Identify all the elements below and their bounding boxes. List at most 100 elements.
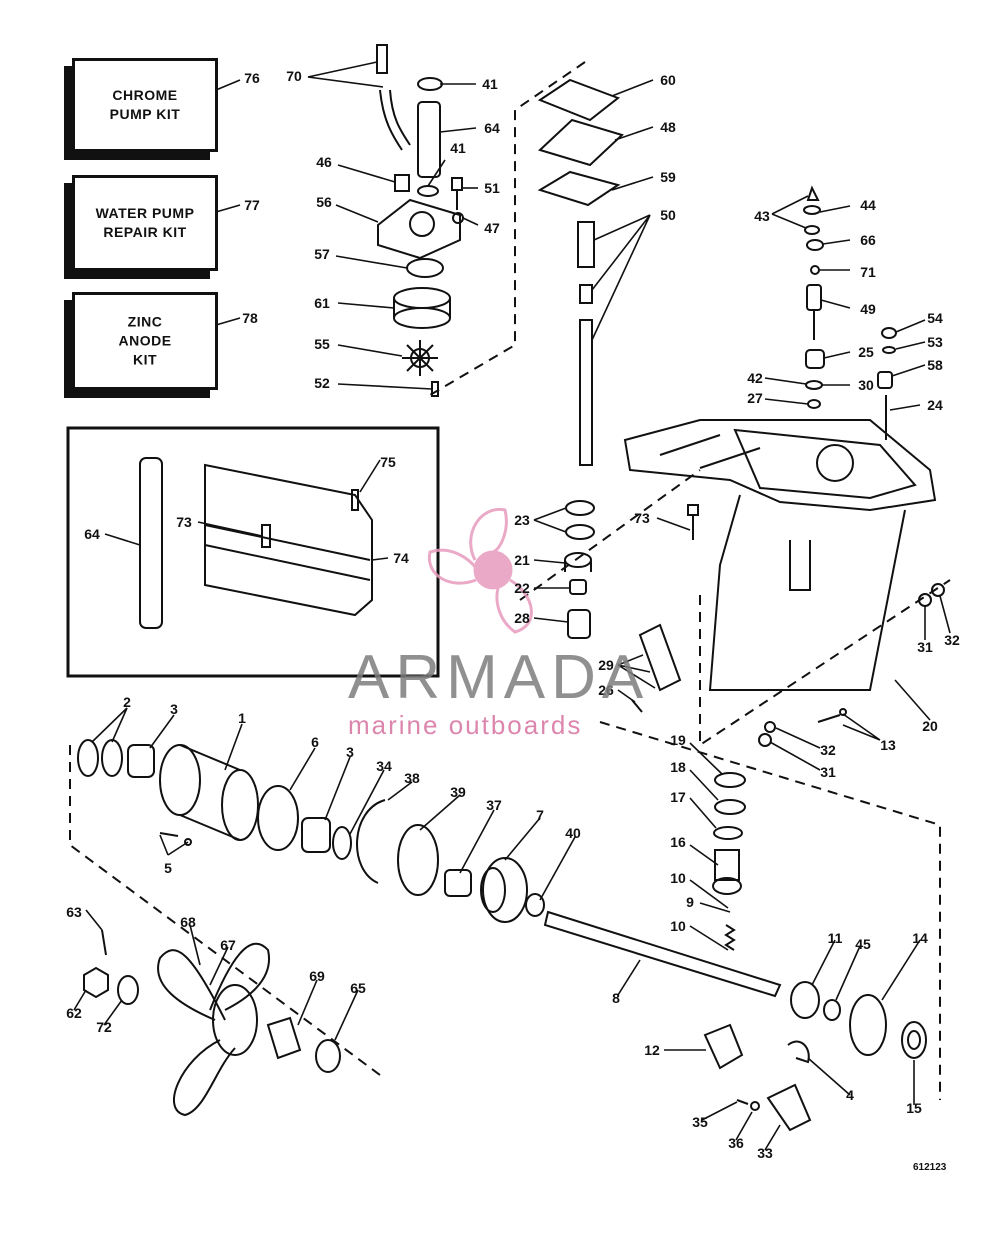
gasket-60	[537, 78, 621, 122]
armada-logo-icon	[427, 508, 533, 634]
callout-label: 26	[598, 682, 614, 698]
washer-32-lower	[764, 721, 776, 733]
callout-label: 31	[917, 639, 933, 655]
pin-36	[750, 1101, 760, 1111]
callout-label: 22	[514, 580, 530, 596]
o-ring-41-top	[417, 77, 443, 91]
cover-29	[638, 623, 682, 692]
callout-label: 21	[514, 552, 530, 568]
callout-label: 42	[747, 370, 763, 386]
callout-label: 50	[660, 207, 676, 223]
prop-shaft-8	[543, 910, 782, 998]
leader-lines	[73, 61, 951, 1151]
pin-52	[431, 381, 439, 397]
callout-label: 1	[238, 710, 246, 726]
grommet-46	[394, 174, 410, 192]
callout-label: 74	[393, 550, 409, 566]
plug-31-lower	[758, 733, 772, 747]
callout-label: 24	[927, 397, 943, 413]
callout-label: 16	[670, 834, 686, 850]
washer-72	[117, 975, 139, 1005]
driveshaft-dashed-link	[519, 469, 701, 601]
callout-label: 30	[858, 377, 874, 393]
callout-label: 27	[747, 390, 763, 406]
callout-label: 47	[484, 220, 500, 236]
callout-label: 41	[450, 140, 466, 156]
inset-driveshaft-tube	[139, 457, 163, 629]
watermark-tagline: marine outboards	[348, 710, 583, 740]
callout-label: 19	[670, 732, 686, 748]
washer-40	[525, 893, 545, 917]
callout-label: 60	[660, 72, 676, 88]
callout-label: 40	[565, 825, 581, 841]
callout-label: 55	[314, 336, 330, 352]
spacer-65	[315, 1039, 341, 1073]
callout-label: 37	[486, 797, 502, 813]
impeller-cup-61	[393, 287, 451, 329]
callout-label: 3	[346, 744, 354, 760]
callout-label: 23	[514, 512, 530, 528]
washer-45	[823, 999, 841, 1021]
o-ring-6	[257, 785, 299, 851]
callout-label: 76	[244, 70, 260, 86]
callout-label: 35	[692, 1114, 708, 1130]
impeller-housing-56	[377, 198, 461, 260]
lower-unit-dashed-boundary	[699, 579, 951, 747]
callout-label: 32	[820, 742, 836, 758]
screw-51	[451, 177, 463, 210]
callout-label: 49	[860, 301, 876, 317]
callout-label: 59	[660, 169, 676, 185]
screw-13	[817, 708, 847, 723]
reverse-gear-14	[849, 994, 887, 1056]
callout-label: 77	[244, 197, 260, 213]
gasket-59	[537, 170, 621, 207]
callout-label: 8	[612, 990, 620, 1006]
washer-34	[332, 826, 352, 860]
callout-label: 48	[660, 119, 676, 135]
callout-label: 36	[728, 1135, 744, 1151]
callout-label: 34	[376, 758, 392, 774]
kit-label: ZINC ANODE KIT	[118, 313, 172, 368]
callout-label: 7	[536, 807, 544, 823]
callout-label: 15	[906, 1100, 922, 1116]
reference-code: 612123	[913, 1162, 947, 1173]
callout-label: 63	[66, 904, 82, 920]
callout-label: 44	[860, 197, 876, 213]
shift-lever-33	[766, 1083, 812, 1132]
callout-label: 56	[316, 194, 332, 210]
bearing-carrier-1	[159, 744, 259, 841]
needle-bearing-3-left	[127, 744, 155, 778]
callout-label: 78	[242, 310, 258, 326]
water-tube-70	[376, 44, 411, 151]
pin-35	[736, 1099, 749, 1105]
watermark-brand: ARMADA	[348, 643, 650, 712]
callout-label: 64	[84, 526, 100, 542]
callout-label: 72	[96, 1019, 112, 1035]
kit-label: CHROME PUMP KIT	[109, 87, 181, 122]
plate-48	[538, 118, 624, 167]
callout-label: 65	[350, 980, 366, 996]
callout-label: 45	[855, 936, 871, 952]
callout-label: 25	[858, 344, 874, 360]
callout-label: 17	[670, 789, 686, 805]
o-ring-41-lower	[417, 185, 439, 197]
callout-label: 41	[482, 76, 498, 92]
callout-label: 14	[912, 930, 928, 946]
impeller-55	[402, 340, 438, 376]
chrome-pump-kit-box: CHROME PUMP KIT	[72, 58, 218, 152]
callout-label: 58	[927, 357, 943, 373]
thrust-washer-17	[713, 826, 743, 840]
callout-label: 2	[123, 694, 131, 710]
zinc-anode-kit-box: ZINC ANODE KIT	[72, 292, 218, 390]
screw-5	[159, 832, 192, 846]
callout-label: 3	[170, 701, 178, 717]
callout-label: 12	[644, 1042, 660, 1058]
callout-label: 10	[670, 918, 686, 934]
callout-label: 61	[314, 295, 330, 311]
driveshaft-50	[577, 221, 595, 466]
bearing-23	[565, 500, 595, 540]
gearcase-dashed-boundary	[69, 721, 941, 1100]
gearcase-housing-20	[623, 419, 937, 691]
callout-label: 52	[314, 375, 330, 391]
callout-label: 4	[846, 1087, 854, 1103]
